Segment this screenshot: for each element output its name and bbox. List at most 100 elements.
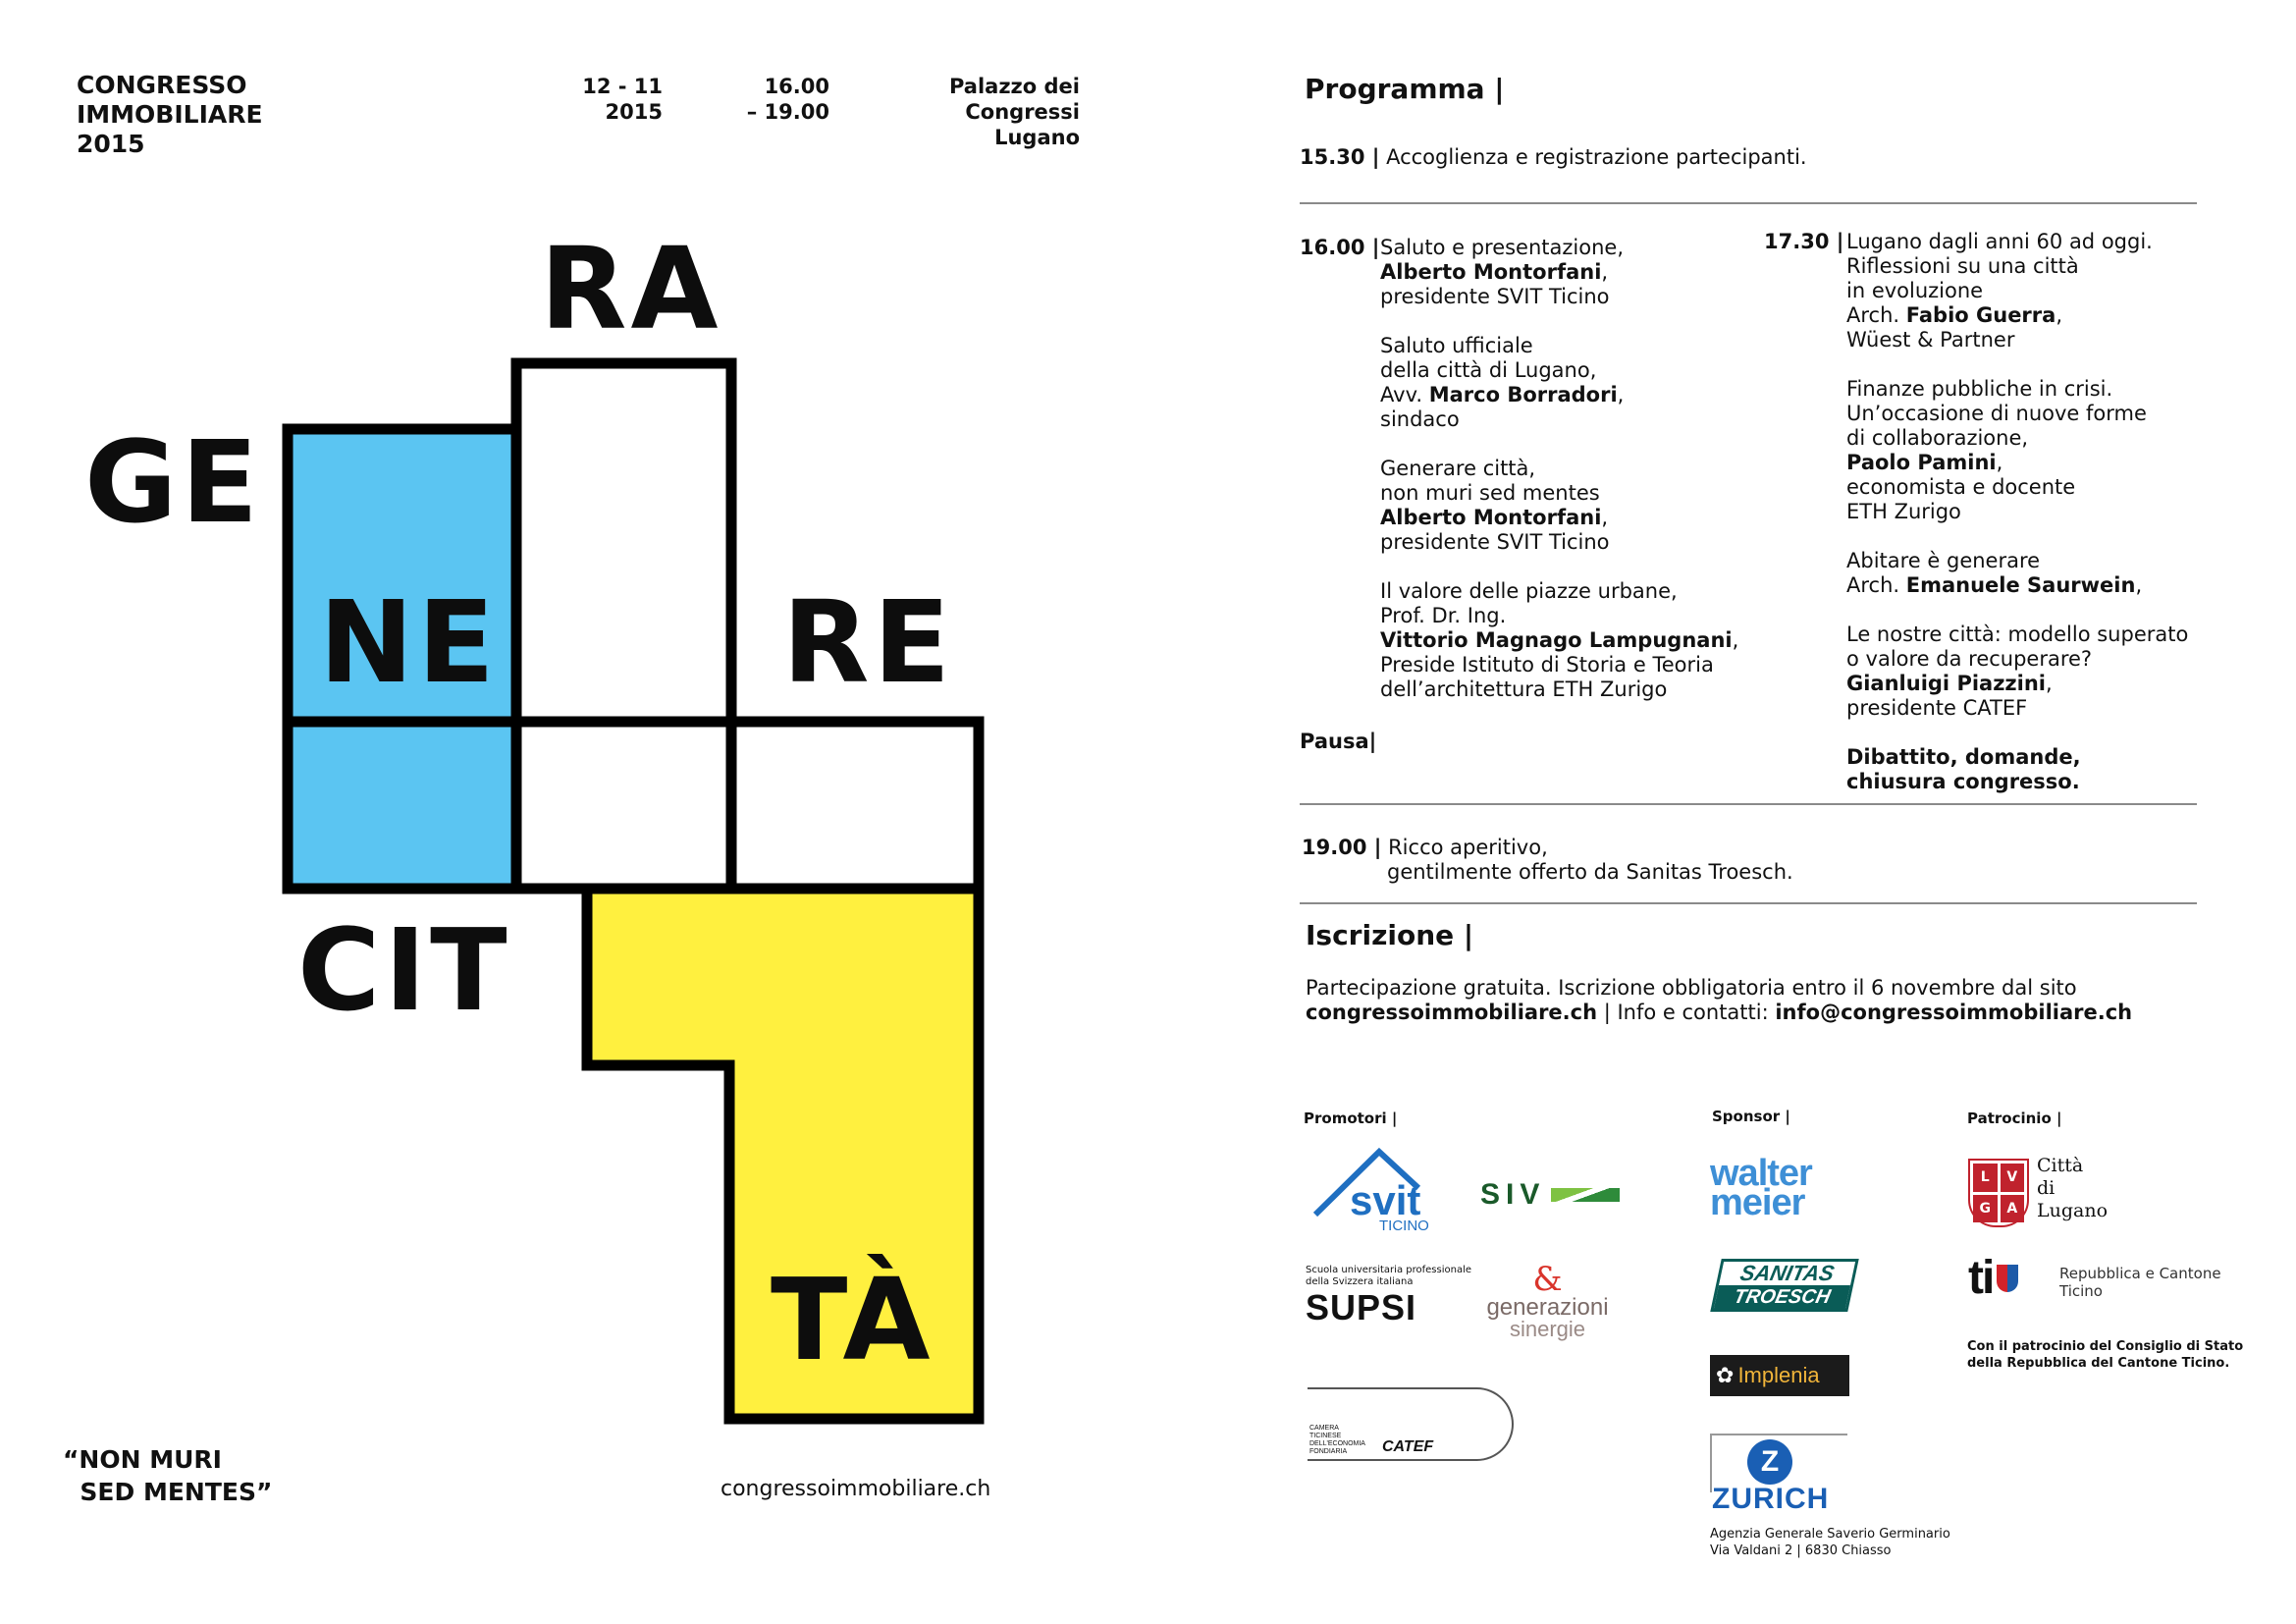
program-line-text: Gianluigi Piazzini <box>1846 672 2046 695</box>
program-line-text: o valore da recuperare? <box>1846 647 2093 671</box>
program-line: in evoluzione <box>1846 279 2188 303</box>
iscrizione-contacts: congressoimmobiliare.ch | Info e contatt… <box>1306 1001 2132 1025</box>
divider <box>1300 803 2197 805</box>
implenia-text: Implenia <box>1737 1363 1820 1387</box>
event-title-line: CONGRESSO <box>77 71 247 99</box>
email-link[interactable]: info@congressoimmobiliare.ch <box>1775 1001 2133 1024</box>
right-white-block <box>725 716 985 894</box>
block-grid <box>282 357 985 1425</box>
iscrizione-text: Partecipazione gratuita. Iscrizione obbl… <box>1306 976 2077 1000</box>
punctuation: , <box>2135 573 2143 597</box>
event-time-line: 16.00 <box>764 75 829 98</box>
supsi-logo: Scuola universitaria professionale della… <box>1306 1265 1471 1327</box>
meier-text: meier <box>1710 1182 1805 1223</box>
program-line: Prof. Dr. Ing. <box>1380 604 1738 628</box>
program-line-text: Wüest & Partner <box>1846 328 2015 352</box>
time-label: 16.00 | <box>1300 236 1380 259</box>
event-date-line: 2015 <box>605 100 663 124</box>
crest-letter: A <box>2000 1194 2024 1222</box>
generazioni-text: generazioni <box>1486 1294 1609 1321</box>
lugano-text-line: Lugano <box>2037 1200 2109 1221</box>
event-title: CONGRESSO IMMOBILIARE 2015 <box>77 71 263 159</box>
punctuation: , <box>1617 383 1625 406</box>
speaker-name: Emanuele Saurwein <box>1905 573 2136 597</box>
flower-icon: ✿ <box>1716 1363 1735 1388</box>
program-line-text: Abitare è generare <box>1846 549 2041 572</box>
generazioni-sinergie-logo: & generazioni sinergie <box>1476 1262 1619 1340</box>
ti-text: ti <box>1968 1252 1995 1304</box>
implenia-logo: ✿ Implenia <box>1710 1355 1849 1396</box>
program-line-text: dell’architettura ETH Zurigo <box>1380 677 1668 701</box>
program-line-text: della città di Lugano, <box>1380 358 1597 382</box>
program-text: Ricco aperitivo, <box>1388 836 1548 859</box>
catef-caption-line: TICINESE <box>1309 1433 1342 1439</box>
program-line-text: Saluto e presentazione, <box>1380 236 1625 259</box>
svit-text: svit <box>1350 1177 1420 1223</box>
time-label: 19.00 | <box>1302 836 1382 859</box>
zurich-frame <box>1710 1434 1847 1492</box>
punctuation: , <box>2056 303 2063 327</box>
punctuation: , <box>1601 506 1609 529</box>
catef-caption-line: FONDIARIA <box>1309 1448 1348 1455</box>
program-line: ETH Zurigo <box>1846 500 2188 524</box>
ampersand-icon: & <box>1532 1260 1563 1299</box>
punctuation: , <box>2046 672 2053 695</box>
program-line-text: economista e docente <box>1846 475 2076 499</box>
program-line: della città di Lugano, <box>1380 358 1738 383</box>
program-line-text: sindaco <box>1380 407 1460 431</box>
program-line: Le nostre città: modello superato <box>1846 623 2188 647</box>
crest-letter: G <box>1973 1194 1998 1222</box>
program-column-1600: Saluto e presentazione,Alberto Montorfan… <box>1380 236 1738 702</box>
program-line-text: presidente SVIT Ticino <box>1380 285 1610 308</box>
program-text: gentilmente offerto da Sanitas Troesch. <box>1387 860 1793 884</box>
program-line-text: Lugano dagli anni 60 ad oggi. <box>1846 230 2153 253</box>
program-line: Finanze pubbliche in crisi. <box>1846 377 2188 402</box>
event-date-line: 12 - 11 <box>582 75 663 98</box>
time-label: 15.30 | <box>1300 145 1380 169</box>
site-link[interactable]: congressoimmobiliare.ch <box>1306 1001 1598 1024</box>
program-line: di collaborazione, <box>1846 426 2188 451</box>
catef-caption-line: DELL'ECONOMIA <box>1309 1440 1365 1447</box>
generare-citta-graphic <box>282 357 985 1425</box>
syllable-cit: CIT <box>297 905 511 1037</box>
program-line: Il valore delle piazze urbane, <box>1380 579 1738 604</box>
program-line: Gianluigi Piazzini, <box>1846 672 2188 696</box>
program-line: presidente CATEF <box>1846 696 2188 721</box>
program-line-text: chiusura congresso. <box>1846 770 2080 793</box>
catef-caption-line: CAMERA <box>1309 1425 1339 1432</box>
syllable-ne: NE <box>319 577 499 709</box>
program-line-text: di collaborazione, <box>1846 426 2029 450</box>
program-line: Avv. Marco Borradori, <box>1380 383 1738 407</box>
program-line-text: Preside Istituto di Storia e Teoria <box>1380 653 1714 677</box>
program-line: presidente SVIT Ticino <box>1380 530 1738 555</box>
punctuation: , <box>1601 260 1609 284</box>
program-line-text: Riflessioni su una città <box>1846 254 2079 278</box>
zurich-address: Via Valdani 2 | 6830 Chiasso <box>1710 1543 1892 1558</box>
website-link[interactable]: congressoimmobiliare.ch <box>721 1477 991 1501</box>
lugano-text-line: Città <box>2037 1155 2084 1176</box>
zurich-text: ZURICH <box>1712 1483 1830 1515</box>
syllable-re: RE <box>782 577 955 709</box>
sinergie-text: sinergie <box>1509 1317 1586 1341</box>
program-line: Riflessioni su una città <box>1846 254 2188 279</box>
ticino-text: Repubblica e Cantone Ticino <box>2059 1265 2221 1300</box>
patrocinio-note: Con il patrocinio del Consiglio di Stato <box>1967 1339 2244 1354</box>
event-venue-line: Congressi <box>965 100 1080 124</box>
event-date: 12 - 11 2015 <box>550 74 663 125</box>
crest-letter: V <box>2000 1164 2024 1192</box>
program-line-text: non muri sed mentes <box>1380 481 1600 505</box>
event-venue: Palazzo dei Congressi Lugano <box>883 74 1080 150</box>
yellow-block <box>581 883 985 1425</box>
punctuation: , <box>1996 451 2003 474</box>
supsi-text: SUPSI <box>1306 1287 1417 1327</box>
event-title-line: 2015 <box>77 130 145 158</box>
syllable-ge: GE <box>84 417 262 549</box>
speaker-name: Marco Borradori <box>1428 383 1618 406</box>
program-line-text: Arch. <box>1846 573 1906 597</box>
patrocinio-heading: Patrocinio | <box>1967 1110 2062 1127</box>
sponsor-heading: Sponsor | <box>1712 1108 1790 1125</box>
catef-caption: CAMERA TICINESE DELL'ECONOMIA FONDIARIA <box>1309 1425 1365 1456</box>
program-line-text: Paolo Pamini <box>1846 451 1997 474</box>
program-text: Accoglienza e registrazione partecipanti… <box>1386 145 1807 169</box>
svit-subtext: TICINO <box>1379 1218 1429 1232</box>
